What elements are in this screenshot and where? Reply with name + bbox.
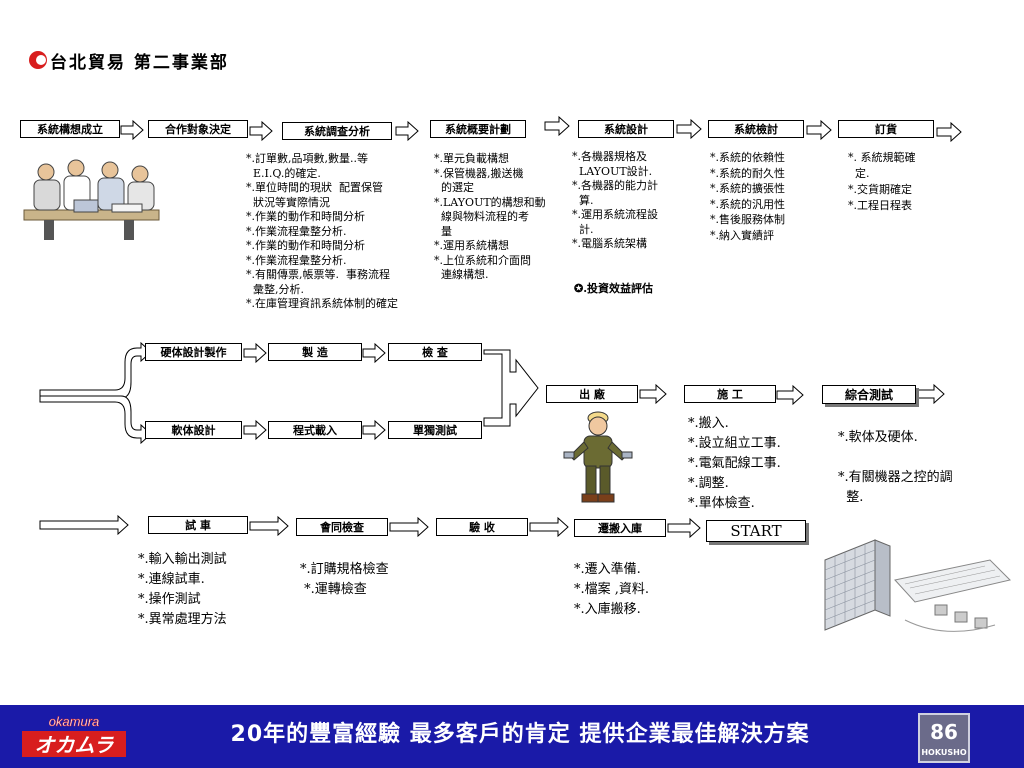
company-logo-icon [29,51,47,69]
arrow-r3-2 [389,516,429,538]
note-move-in: *.遷入準備. *.檔案 ,資料. *.入庫搬移. [574,562,650,617]
page-title: 台北貿易 第二事業部 [50,53,229,73]
step-order: 訂貨 [838,120,934,138]
arrow-r1-7 [936,121,962,143]
arrow-hw-1 [243,342,267,364]
arrow-sw-2 [362,419,386,441]
step-construction: 施 工 [684,385,776,403]
note-joint-inspection: *.訂購規格檢查 *.運轉檢查 [300,562,389,597]
arrow-r1-1 [120,119,144,141]
step-manufacture: 製 造 [268,343,362,361]
step-move-in: 遷搬入庫 [574,519,666,537]
step-system-plan: 系統概要計劃 [430,120,526,138]
note-system-review: *.系統的依賴性 *.系統的耐久性 *.系統的擴張性 *.系統的汎用性 *.售後… [710,151,785,242]
step-system-concept: 系統構想成立 [20,120,120,138]
note-roi-evaluation: ✪.投資效益評估 [574,282,654,295]
arrow-r3-1 [249,515,289,537]
note-system-design: *.各機器規格及 LAYOUT設計. *.各機器的能力計 算. *.運用系統流程… [572,150,658,250]
note-integration-test: *.軟体及硬体. *.有關機器之控的調 整. [838,430,953,505]
step-program-load: 程式載入 [268,421,362,439]
step-system-design: 系統設計 [578,120,674,138]
svg-text:86: 86 [930,720,958,744]
step-joint-inspection: 會同檢查 [296,518,388,536]
arrow-r1-2 [249,120,273,142]
footer-slogan: 20年的豐富經驗 最多客戶的肯定 提供企業最佳解決方案 [230,722,810,747]
arrow-r2-3 [917,383,945,405]
arrow-r3-3 [529,516,569,538]
note-trial-run: *.輸入輸出測試 *.連線試車. *.操作測試 *.異常處理方法 [138,552,227,627]
arrow-r1-4 [544,115,570,137]
svg-text:オカムラ: オカムラ [35,733,115,757]
arrow-r3-4 [667,517,701,539]
arrow-r1-5 [676,118,702,140]
svg-text:HOKUSHO: HOKUSHO [921,748,967,757]
arrow-r1-3 [395,120,419,142]
step-system-review: 系統檢討 [708,120,804,138]
note-order: *. 系統規範確 定. *.交貨期確定 *.工程日程表 [848,151,916,212]
step-software-design: 軟体設計 [145,421,242,439]
warehouse-illustration [824,539,1011,632]
step-hardware-design: 硬体設計製作 [145,343,242,361]
team-meeting-illustration [23,159,160,240]
arrow-fork-up [39,341,152,399]
step-inspection: 檢 查 [388,343,482,361]
start-badge: START [706,520,806,542]
step-trial-run: 試 車 [148,516,248,534]
arrow-fork-down [39,395,152,445]
hokusho-logo: 86 HOKUSHO [918,713,970,763]
arrow-sw-1 [243,419,267,441]
arrow-r2-2 [776,384,804,406]
step-system-survey: 系統調查分析 [282,122,392,140]
worker-illustration [563,411,633,503]
footer-bar [0,705,1024,768]
note-construction: *.搬入. *.設立組立工事. *.電氣配線工事. *.調整. *.單体檢查. [688,416,781,511]
arrow-r1-6 [806,119,832,141]
step-integration-test: 綜合測試 [822,385,916,404]
note-system-survey: *.訂單數,品項數,數量..等 E.I.Q.的確定. *.單位時間的現狀 配置保… [246,152,398,310]
arrow-hw-2 [362,342,386,364]
okamura-logo: okamura オカムラ [22,714,126,757]
arrow-r2-1 [639,383,667,405]
arrow-merge [483,349,539,427]
svg-text:okamura: okamura [49,714,100,729]
step-shipment: 出 廠 [546,385,638,403]
flow-arrows [39,115,962,539]
step-unit-test: 單獨測試 [388,421,482,439]
arrow-r3-start [39,514,129,536]
note-system-plan: *.單元負載構想 *.保管機器,搬送機 的選定 *.LAYOUT的構想和動 線與… [434,152,546,281]
step-acceptance: 驗 收 [436,518,528,536]
step-partner-decision: 合作對象決定 [148,120,248,138]
